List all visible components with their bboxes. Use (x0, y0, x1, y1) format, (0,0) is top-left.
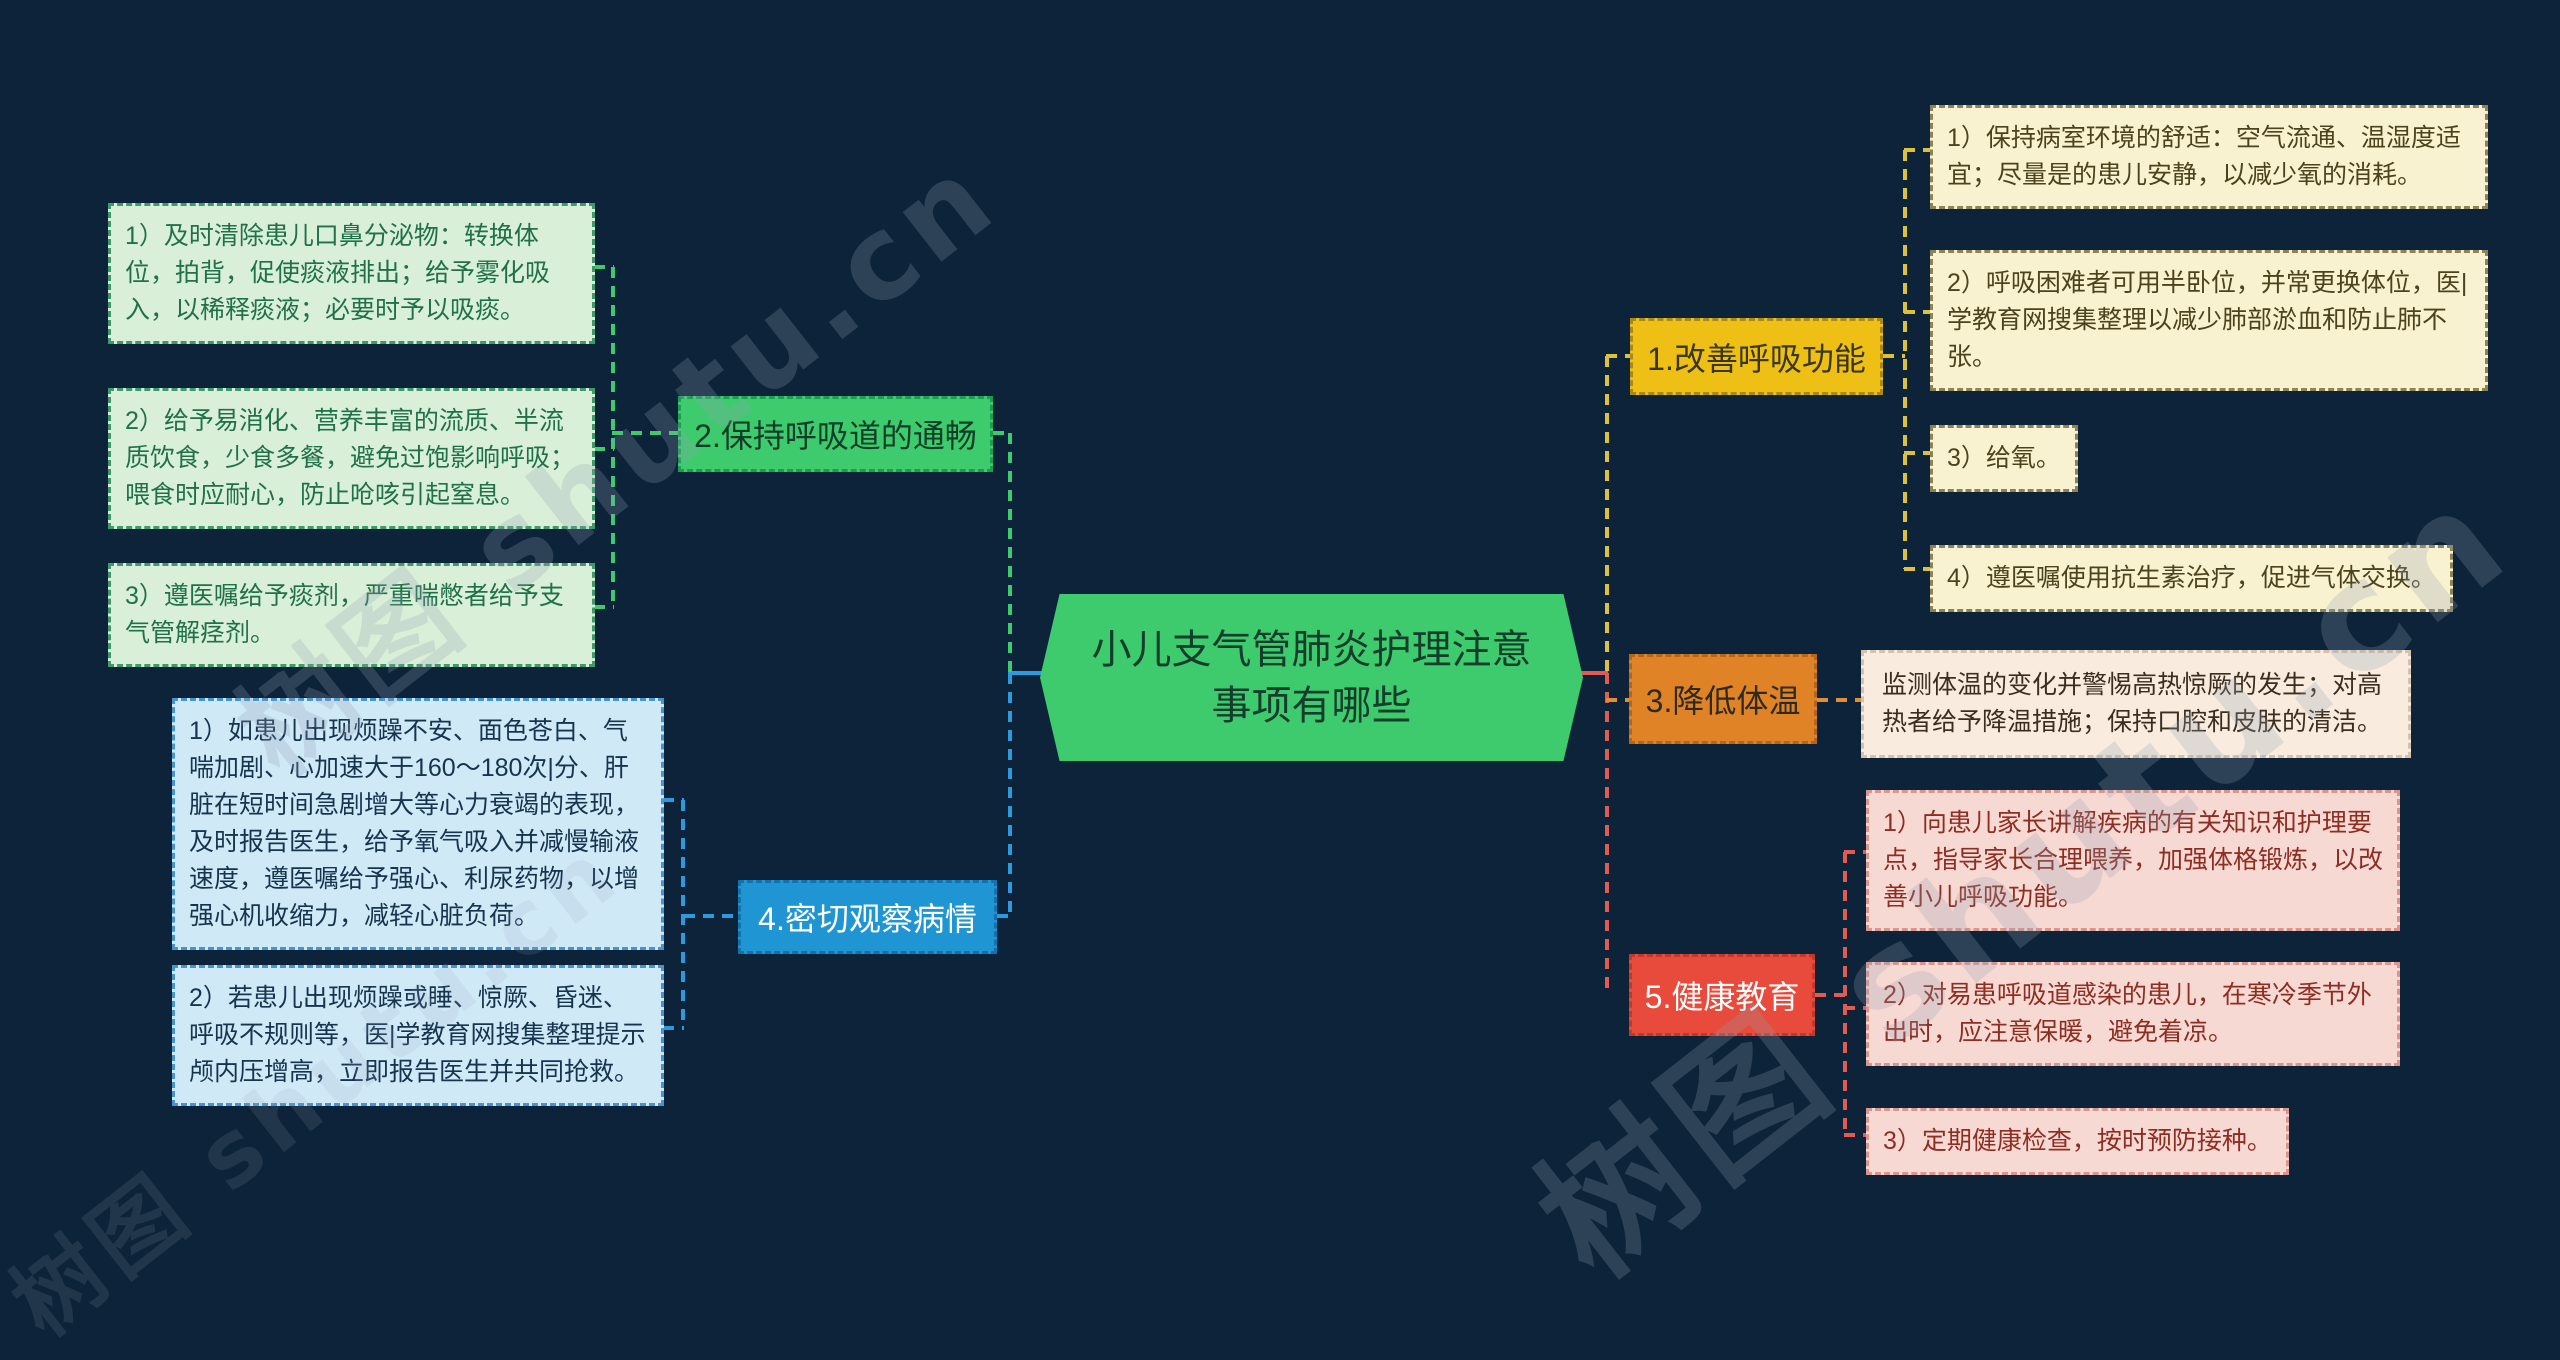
connector-branch1-left (1606, 354, 1630, 358)
connector-trunk-left-blue (1008, 673, 1012, 916)
leaf-reduce-temp-1[interactable]: 监测体温的变化并警惕高热惊厥的发生；对高热者给予降温措施；保持口腔和皮肤的清洁。 (1861, 650, 2411, 758)
connector-branch2-subtrunk (611, 267, 615, 607)
connector-branch1-subtrunk (1903, 150, 1907, 569)
connector-branch2-left (612, 431, 678, 435)
connector-branch4-right (997, 914, 1011, 918)
branch-node-keep-airway[interactable]: 2.保持呼吸道的通畅 (678, 396, 993, 472)
branch-node-observe[interactable]: 4.密切观察病情 (738, 880, 997, 954)
connector-trunk-right-red (1605, 673, 1609, 995)
connector-branch5-subtrunk (1843, 852, 1847, 1135)
connector-branch1-item3 (1904, 451, 1930, 455)
connector-trunk-right-yellow (1605, 356, 1609, 673)
connector-branch4-item2 (663, 1026, 684, 1030)
branch-node-health-education[interactable]: 5.健康教育 (1629, 954, 1815, 1036)
leaf-improve-breathing-4[interactable]: 4）遵医嘱使用抗生素治疗，促进气体交换。 (1930, 545, 2453, 612)
connector-branch5-item1 (1844, 850, 1866, 854)
central-topic-node[interactable]: 小儿支气管肺炎护理注意事项有哪些 (1040, 594, 1583, 761)
branch-node-reduce-temp[interactable]: 3.降低体温 (1629, 654, 1817, 744)
branch-node-label: 4.密切观察病情 (758, 901, 977, 937)
branch-node-label: 2.保持呼吸道的通畅 (694, 418, 977, 454)
leaf-observe-1[interactable]: 1）如患儿出现烦躁不安、面色苍白、气喘加剧、心加速大于160～180次|分、肝脏… (172, 698, 664, 950)
connector-branch3-right (1817, 698, 1861, 702)
leaf-keep-airway-2[interactable]: 2）给予易消化、营养丰富的流质、半流质饮食，少食多餐，避免过饱影响呼吸；喂食时应… (108, 388, 595, 529)
leaf-improve-breathing-1[interactable]: 1）保持病室环境的舒适：空气流通、温湿度适宜；尽量是的患儿安静，以减少氧的消耗。 (1930, 105, 2488, 209)
branch-node-label: 3.降低体温 (1645, 683, 1801, 719)
connector-branch2-right (993, 431, 1011, 435)
mindmap-canvas: 树图 shutu.cn 树图 shutu.cn 树图 shutu.cn 小儿支气… (0, 105, 2540, 1357)
central-topic-label: 小儿支气管肺炎护理注意事项有哪些 (1091, 627, 1532, 728)
connector-trunk-left-green (1008, 433, 1012, 673)
connector-topic-left (1008, 671, 1042, 675)
leaf-improve-breathing-3[interactable]: 3）给氧。 (1930, 425, 2078, 492)
branch-node-label: 5.健康教育 (1644, 979, 1800, 1015)
connector-branch1-item4 (1904, 567, 1930, 571)
connector-branch1-item1 (1904, 148, 1930, 152)
connector-branch2-item2 (594, 447, 614, 451)
leaf-health-education-2[interactable]: 2）对易患呼吸道感染的患儿，在寒冷季节外出时，应注意保暖，避免着凉。 (1866, 962, 2400, 1066)
connector-branch2-item1 (594, 265, 614, 269)
connector-branch4-subtrunk (681, 800, 685, 1028)
branch-node-label: 1.改善呼吸功能 (1647, 340, 1866, 377)
connector-branch4-item1 (663, 798, 684, 802)
connector-branch4-left (684, 914, 738, 918)
branch-node-improve-breathing[interactable]: 1.改善呼吸功能 (1630, 318, 1883, 395)
connector-branch5-item2 (1844, 1006, 1866, 1010)
connector-branch5-item3 (1844, 1133, 1866, 1137)
connector-branch2-item3 (594, 605, 614, 609)
connector-branch5-right (1815, 993, 1845, 997)
connector-branch3-left (1606, 698, 1629, 702)
connector-branch1-item2 (1904, 310, 1930, 314)
leaf-health-education-1[interactable]: 1）向患儿家长讲解疾病的有关知识和护理要点，指导家长合理喂养，加强体格锻炼，以改… (1866, 790, 2400, 931)
leaf-keep-airway-3[interactable]: 3）遵医嘱给予痰剂，严重喘憋者给予支气管解痉剂。 (108, 563, 595, 667)
leaf-improve-breathing-2[interactable]: 2）呼吸困难者可用半卧位，并常更换体位，医|学教育网搜集整理以减少肺部淤血和防止… (1930, 250, 2488, 391)
leaf-keep-airway-1[interactable]: 1）及时清除患儿口鼻分泌物：转换体位，拍背，促使痰液排出；给予雾化吸入，以稀释痰… (108, 203, 595, 344)
leaf-health-education-3[interactable]: 3）定期健康检查，按时预防接种。 (1866, 1108, 2289, 1175)
connector-branch1-right (1883, 354, 1905, 358)
leaf-observe-2[interactable]: 2）若患儿出现烦躁或睡、惊厥、昏迷、呼吸不规则等，医|学教育网搜集整理提示颅内压… (172, 965, 664, 1106)
